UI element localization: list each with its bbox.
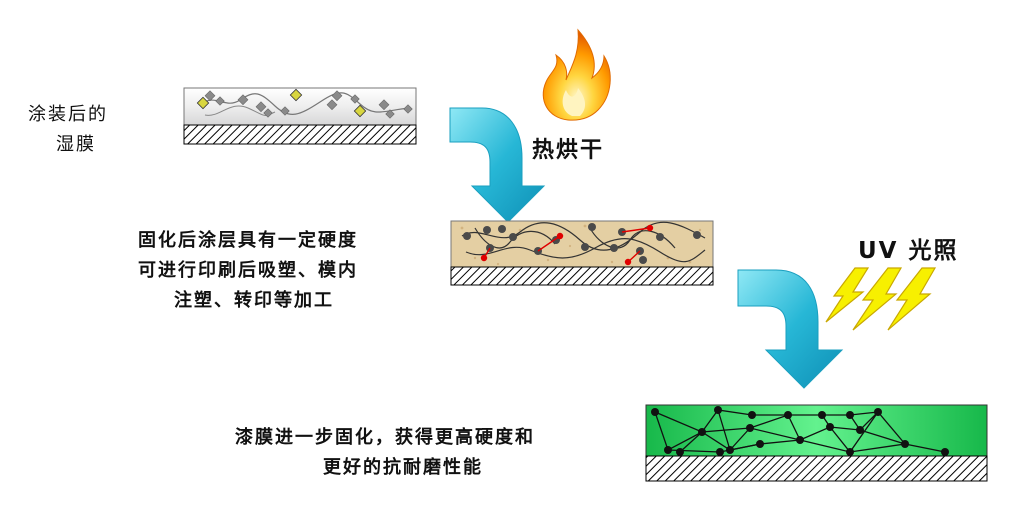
final-film-panel — [645, 404, 988, 482]
wet-film-panel — [183, 87, 417, 145]
lightning-bolt-icon — [825, 267, 937, 331]
cured-description-line2: 可进行印刷后吸塑、模内 — [138, 260, 358, 281]
curved-arrow-icon — [449, 107, 546, 223]
cured-coating-panel — [450, 220, 714, 286]
cured-description: 固化后涂层具有一定硬度 可进行印刷后吸塑、模内 注塑、转印等加工 — [138, 226, 358, 316]
cured-description-line1: 固化后涂层具有一定硬度 — [138, 230, 358, 251]
network-nodes — [651, 406, 949, 456]
substrate-2 — [450, 266, 714, 286]
radical-links — [480, 224, 654, 266]
monomer-particles — [204, 90, 413, 119]
final-description-line2: 更好的抗耐磨性能 — [323, 457, 483, 478]
final-description-line1: 漆膜进一步固化，获得更高硬度和 — [235, 427, 535, 448]
wet-film-label: 涂装后的 湿膜 — [28, 100, 108, 160]
wet-film-label-line1: 涂装后的 — [28, 104, 108, 125]
heat-dry-label: 热烘干 — [532, 138, 605, 163]
substrate-1 — [183, 124, 417, 145]
wet-film-label-line2: 湿膜 — [56, 134, 96, 155]
cured-description-line3: 注塑、转印等加工 — [174, 290, 334, 311]
flame-icon — [542, 28, 611, 121]
curved-arrow-icon — [737, 269, 844, 389]
initiator-particles — [196, 88, 367, 118]
final-description: 漆膜进一步固化，获得更高硬度和 更好的抗耐磨性能 — [235, 423, 535, 483]
substrate-3 — [645, 455, 988, 482]
uv-light-label: UV 光照 — [858, 238, 959, 264]
